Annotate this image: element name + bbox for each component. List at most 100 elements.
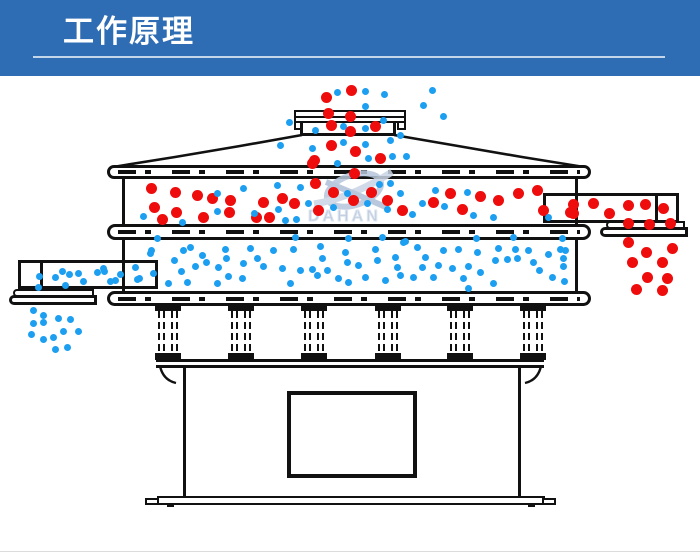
fine-particle-dot xyxy=(489,213,497,221)
fine-particle-dot xyxy=(375,180,383,188)
fine-particle-dot xyxy=(29,319,37,327)
fine-particle-dot xyxy=(304,199,312,207)
fine-particle-dot xyxy=(131,263,139,271)
coarse-particle-dot xyxy=(344,125,356,137)
coarse-particle-dot xyxy=(567,198,579,210)
coarse-particle-dot xyxy=(622,217,634,229)
fine-particle-dot xyxy=(183,278,191,286)
fine-particle-dot xyxy=(74,269,82,277)
fine-particle-dot xyxy=(133,275,141,283)
coarse-particle-dot xyxy=(309,177,321,189)
fine-particle-dot xyxy=(93,268,101,276)
fine-particle-dot xyxy=(61,281,69,289)
fine-particle-dot xyxy=(440,202,448,210)
coarse-particle-dot xyxy=(288,197,300,209)
fine-particle-dot xyxy=(51,273,59,281)
coarse-particle-dot xyxy=(492,194,504,206)
fine-particle-dot xyxy=(49,333,57,341)
fine-particle-dot xyxy=(378,233,386,241)
lower-frame-band xyxy=(107,291,591,306)
fine-particle-dot xyxy=(313,271,321,279)
coarse-particle-dot xyxy=(348,167,360,179)
fine-particle-dot xyxy=(361,140,369,148)
fine-particle-dot xyxy=(238,274,246,282)
fine-particle-dot xyxy=(371,245,379,253)
vibration-spring xyxy=(301,304,327,360)
fine-particle-dot xyxy=(323,266,331,274)
fine-particle-dot xyxy=(58,267,66,275)
fine-particle-dot xyxy=(491,256,499,264)
fine-particle-dot xyxy=(99,264,107,272)
fine-particle-dot xyxy=(386,179,394,187)
fine-particle-dot xyxy=(286,279,294,287)
fine-particle-dot xyxy=(361,102,369,110)
coarse-particle-dot xyxy=(250,211,262,223)
fine-particle-dot xyxy=(198,251,206,259)
fine-particle-dot xyxy=(561,246,569,254)
fine-particle-dot xyxy=(559,262,567,270)
fine-discharge-chute xyxy=(18,260,158,289)
fine-particle-dot xyxy=(39,311,47,319)
coarse-particle-dot xyxy=(661,272,673,284)
fine-particle-dot xyxy=(276,141,284,149)
fine-particle-dot xyxy=(464,284,472,292)
fine-particle-dot xyxy=(408,210,416,218)
coarse-particle-dot xyxy=(444,187,456,199)
fine-particle-dot xyxy=(296,266,304,274)
fine-particle-dot xyxy=(556,245,564,253)
coarse-particle-dot xyxy=(567,207,579,219)
fine-particle-dot xyxy=(239,184,247,192)
coarse-particle-dot xyxy=(320,91,332,103)
fine-particle-dot xyxy=(239,259,247,267)
fine-particle-dot xyxy=(250,209,258,217)
fine-particle-dot xyxy=(274,205,282,213)
screen-deck-dashes xyxy=(118,230,580,234)
fine-particle-dot xyxy=(116,270,124,278)
fine-particle-dot xyxy=(34,283,42,291)
coarse-particle-dot xyxy=(169,186,181,198)
fine-particle-dot xyxy=(179,246,187,254)
fine-particle-dot xyxy=(535,266,543,274)
fine-particle-dot xyxy=(278,264,286,272)
fine-particle-dot xyxy=(529,258,537,266)
fine-particle-dot xyxy=(418,199,426,207)
fine-particle-dot xyxy=(308,265,316,273)
coarse-particle-dot xyxy=(374,152,386,164)
fine-particle-dot xyxy=(316,242,324,250)
vibration-spring xyxy=(375,304,401,360)
fine-particle-dot xyxy=(396,131,404,139)
fine-particle-dot xyxy=(558,234,566,242)
fine-particle-dot xyxy=(63,343,71,351)
fine-particle-dot xyxy=(39,335,47,343)
fine-particle-dot xyxy=(259,262,267,270)
fine-particle-dot xyxy=(548,273,556,281)
fine-particle-dot xyxy=(383,205,391,213)
fine-particle-dot xyxy=(361,87,369,95)
fine-particle-dot xyxy=(164,279,172,287)
fine-particle-dot xyxy=(213,189,221,197)
fine-particle-dot xyxy=(191,262,199,270)
fine-particle-dot xyxy=(413,243,421,251)
coarse-particle-dot xyxy=(622,236,634,248)
floor-anchor-right xyxy=(528,504,535,507)
fine-particle-dot xyxy=(373,256,381,264)
coarse-particle-dot xyxy=(322,107,334,119)
fine-particle-dot xyxy=(213,279,221,287)
coarse-particle-dot xyxy=(456,203,468,215)
coarse-particle-dot xyxy=(630,283,642,295)
coarse-particle-dot xyxy=(325,119,337,131)
floor-anchor-left xyxy=(167,504,174,507)
fine-particle-dot xyxy=(27,330,35,338)
coarse-particle-dot xyxy=(369,120,381,132)
fine-particle-dot xyxy=(333,88,341,96)
coarse-particle-dot xyxy=(156,213,168,225)
fine-particle-dot xyxy=(246,244,254,252)
fine-particle-dot xyxy=(308,144,316,152)
coarse-particle-dot xyxy=(263,211,275,223)
coarse-particle-dot xyxy=(197,211,209,223)
fine-particle-dot xyxy=(318,254,326,262)
base-frame-wall-right xyxy=(518,367,521,498)
fine-particle-dot xyxy=(213,207,221,215)
